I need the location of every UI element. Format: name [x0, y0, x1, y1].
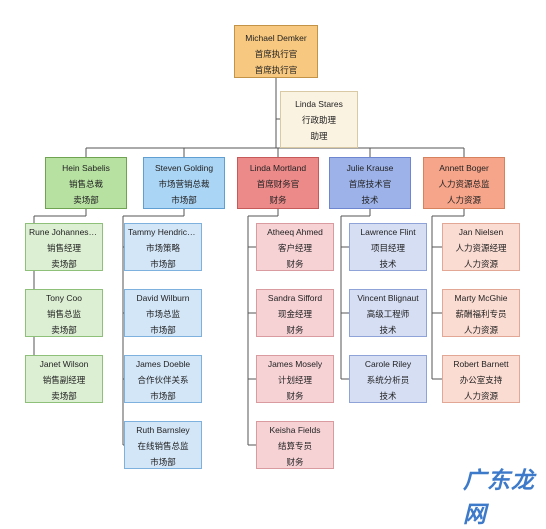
- staff-node-1-1-name: David Wilburn: [136, 293, 190, 303]
- department-node-1-dept: 市场部: [171, 195, 197, 205]
- department-node-0-dept: 卖场部: [73, 195, 99, 205]
- staff-node-4-1[interactable]: Marty McGhie 薪酬福利专员人力资源: [442, 289, 520, 337]
- staff-node-3-1[interactable]: Vincent Blignaut 高级工程师技术: [349, 289, 427, 337]
- staff-node-2-2[interactable]: James Mosely 计划经理财务: [256, 355, 334, 403]
- staff-node-2-2-dept: 财务: [286, 391, 304, 401]
- department-node-0-name: Hein Sabelis: [62, 163, 110, 173]
- staff-node-0-1[interactable]: Tony Coo 销售总监卖场部: [25, 289, 103, 337]
- staff-node-0-0[interactable]: Rune Johannessen 销售经理卖场部: [25, 223, 103, 271]
- department-node-1-name: Steven Golding: [154, 163, 214, 173]
- staff-node-2-2-name: James Mosely: [267, 359, 323, 369]
- ceo-title: 首席执行官: [254, 49, 298, 59]
- staff-node-4-2-name: Robert Barnett: [453, 359, 509, 369]
- ceo-dept: 首席执行官: [254, 65, 298, 75]
- department-node-2-dept: 财务: [269, 195, 287, 205]
- assistant-node[interactable]: Linda Stares 行政助理 助理: [280, 91, 358, 148]
- staff-node-1-1-dept: 市场部: [150, 325, 176, 335]
- staff-node-4-0-dept: 人力资源: [463, 259, 498, 269]
- staff-node-4-2-dept: 人力资源: [463, 391, 498, 401]
- staff-node-1-3-dept: 市场部: [150, 457, 176, 467]
- department-node-1[interactable]: Steven Golding 市场营销总裁市场部: [143, 157, 225, 209]
- ceo-name: Michael Demker: [245, 33, 307, 43]
- department-node-0-title: 销售总裁: [68, 179, 103, 189]
- staff-node-0-1-name: Tony Coo: [46, 293, 82, 303]
- department-node-2-title: 首席财务官: [256, 179, 300, 189]
- staff-node-1-0-title: 市场策略: [145, 243, 180, 253]
- staff-node-2-0-name: Atheeq Ahmed: [267, 227, 323, 237]
- staff-node-3-0-dept: 技术: [379, 259, 397, 269]
- staff-node-0-1-title: 销售总监: [46, 309, 81, 319]
- staff-node-3-0[interactable]: Lawrence Flint 项目经理技术: [349, 223, 427, 271]
- department-node-2[interactable]: Linda Mortland 首席财务官财务: [237, 157, 319, 209]
- staff-node-1-2-name: James Doeble: [135, 359, 191, 369]
- staff-node-3-2[interactable]: Carole Riley 系统分析员技术: [349, 355, 427, 403]
- staff-node-1-2-title: 合作伙伴关系: [137, 375, 189, 385]
- staff-node-4-0-title: 人力资源经理: [455, 243, 507, 253]
- staff-node-3-1-dept: 技术: [379, 325, 397, 335]
- staff-node-1-2-dept: 市场部: [150, 391, 176, 401]
- staff-node-1-0[interactable]: Tammy Hendrick... 市场策略市场部: [124, 223, 202, 271]
- department-node-4-title: 人力资源总监: [438, 179, 490, 189]
- department-node-3[interactable]: Julie Krause 首席技术官技术: [329, 157, 411, 209]
- staff-node-2-3[interactable]: Keisha Fields 结算专员财务: [256, 421, 334, 469]
- department-node-2-name: Linda Mortland: [249, 163, 307, 173]
- staff-node-2-0[interactable]: Atheeq Ahmed 客户经理财务: [256, 223, 334, 271]
- org-chart-connectors: [25, 78, 465, 446]
- ceo-node[interactable]: Michael Demker 首席执行官 首席执行官: [234, 25, 318, 78]
- watermark-logo: 广东龙网: [463, 467, 535, 528]
- staff-node-3-2-title: 系统分析员: [366, 375, 410, 385]
- staff-node-1-2[interactable]: James Doeble 合作伙伴关系市场部: [124, 355, 202, 403]
- staff-node-1-0-dept: 市场部: [150, 259, 176, 269]
- department-node-3-name: Julie Krause: [346, 163, 394, 173]
- staff-node-1-3-title: 在线销售总监: [137, 441, 189, 451]
- department-node-4-name: Annett Boger: [439, 163, 489, 173]
- staff-node-1-0-name: Tammy Hendrick...: [128, 227, 199, 237]
- staff-node-2-0-title: 客户经理: [277, 243, 312, 253]
- staff-node-0-0-dept: 卖场部: [51, 259, 77, 269]
- assistant-dept: 助理: [310, 131, 328, 141]
- staff-node-3-2-dept: 技术: [379, 391, 397, 401]
- staff-node-3-0-title: 项目经理: [370, 243, 405, 253]
- staff-node-2-1-title: 现金经理: [277, 309, 312, 319]
- staff-node-0-1-dept: 卖场部: [51, 325, 77, 335]
- staff-node-3-1-name: Vincent Blignaut: [357, 293, 419, 303]
- staff-node-3-1-title: 高级工程师: [366, 309, 410, 319]
- staff-node-0-0-title: 销售经理: [46, 243, 81, 253]
- staff-node-1-3[interactable]: Ruth Barnsley 在线销售总监市场部: [124, 421, 202, 469]
- staff-node-1-1-title: 市场总监: [145, 309, 180, 319]
- assistant-title: 行政助理: [301, 115, 336, 125]
- staff-node-1-1[interactable]: David Wilburn 市场总监市场部: [124, 289, 202, 337]
- assistant-name: Linda Stares: [295, 99, 343, 109]
- staff-node-0-0-name: Rune Johannessen: [29, 227, 102, 237]
- department-node-3-title: 首席技术官: [348, 179, 392, 189]
- staff-node-2-1-dept: 财务: [286, 325, 304, 335]
- staff-node-2-1[interactable]: Sandra Sifford 现金经理财务: [256, 289, 334, 337]
- department-node-1-title: 市场营销总裁: [158, 179, 210, 189]
- staff-node-2-2-title: 计划经理: [277, 375, 312, 385]
- staff-node-2-0-dept: 财务: [286, 259, 304, 269]
- staff-node-0-2-name: Janet Wilson: [39, 359, 89, 369]
- staff-node-4-1-name: Marty McGhie: [454, 293, 508, 303]
- staff-node-3-0-name: Lawrence Flint: [360, 227, 416, 237]
- department-node-4-dept: 人力资源: [446, 195, 481, 205]
- staff-node-4-1-title: 薪酬福利专员: [455, 309, 507, 319]
- staff-node-2-3-title: 结算专员: [277, 441, 312, 451]
- staff-node-2-1-name: Sandra Sifford: [267, 293, 323, 303]
- department-node-0[interactable]: Hein Sabelis 销售总裁卖场部: [45, 157, 127, 209]
- staff-node-4-2[interactable]: Robert Barnett 办公室支持人力资源: [442, 355, 520, 403]
- staff-node-4-2-title: 办公室支持: [459, 375, 503, 385]
- staff-node-1-3-name: Ruth Barnsley: [136, 425, 190, 435]
- staff-node-0-2-dept: 卖场部: [51, 391, 77, 401]
- staff-node-4-0[interactable]: Jan Nielsen 人力资源经理人力资源: [442, 223, 520, 271]
- staff-node-2-3-dept: 财务: [286, 457, 304, 467]
- staff-node-0-2[interactable]: Janet Wilson 销售副经理卖场部: [25, 355, 103, 403]
- staff-node-4-0-name: Jan Nielsen: [458, 227, 504, 237]
- department-node-3-dept: 技术: [361, 195, 379, 205]
- staff-node-3-2-name: Carole Riley: [364, 359, 412, 369]
- department-node-4[interactable]: Annett Boger 人力资源总监人力资源: [423, 157, 505, 209]
- staff-node-2-3-name: Keisha Fields: [269, 425, 321, 435]
- staff-node-0-2-title: 销售副经理: [42, 375, 86, 385]
- staff-node-4-1-dept: 人力资源: [463, 325, 498, 335]
